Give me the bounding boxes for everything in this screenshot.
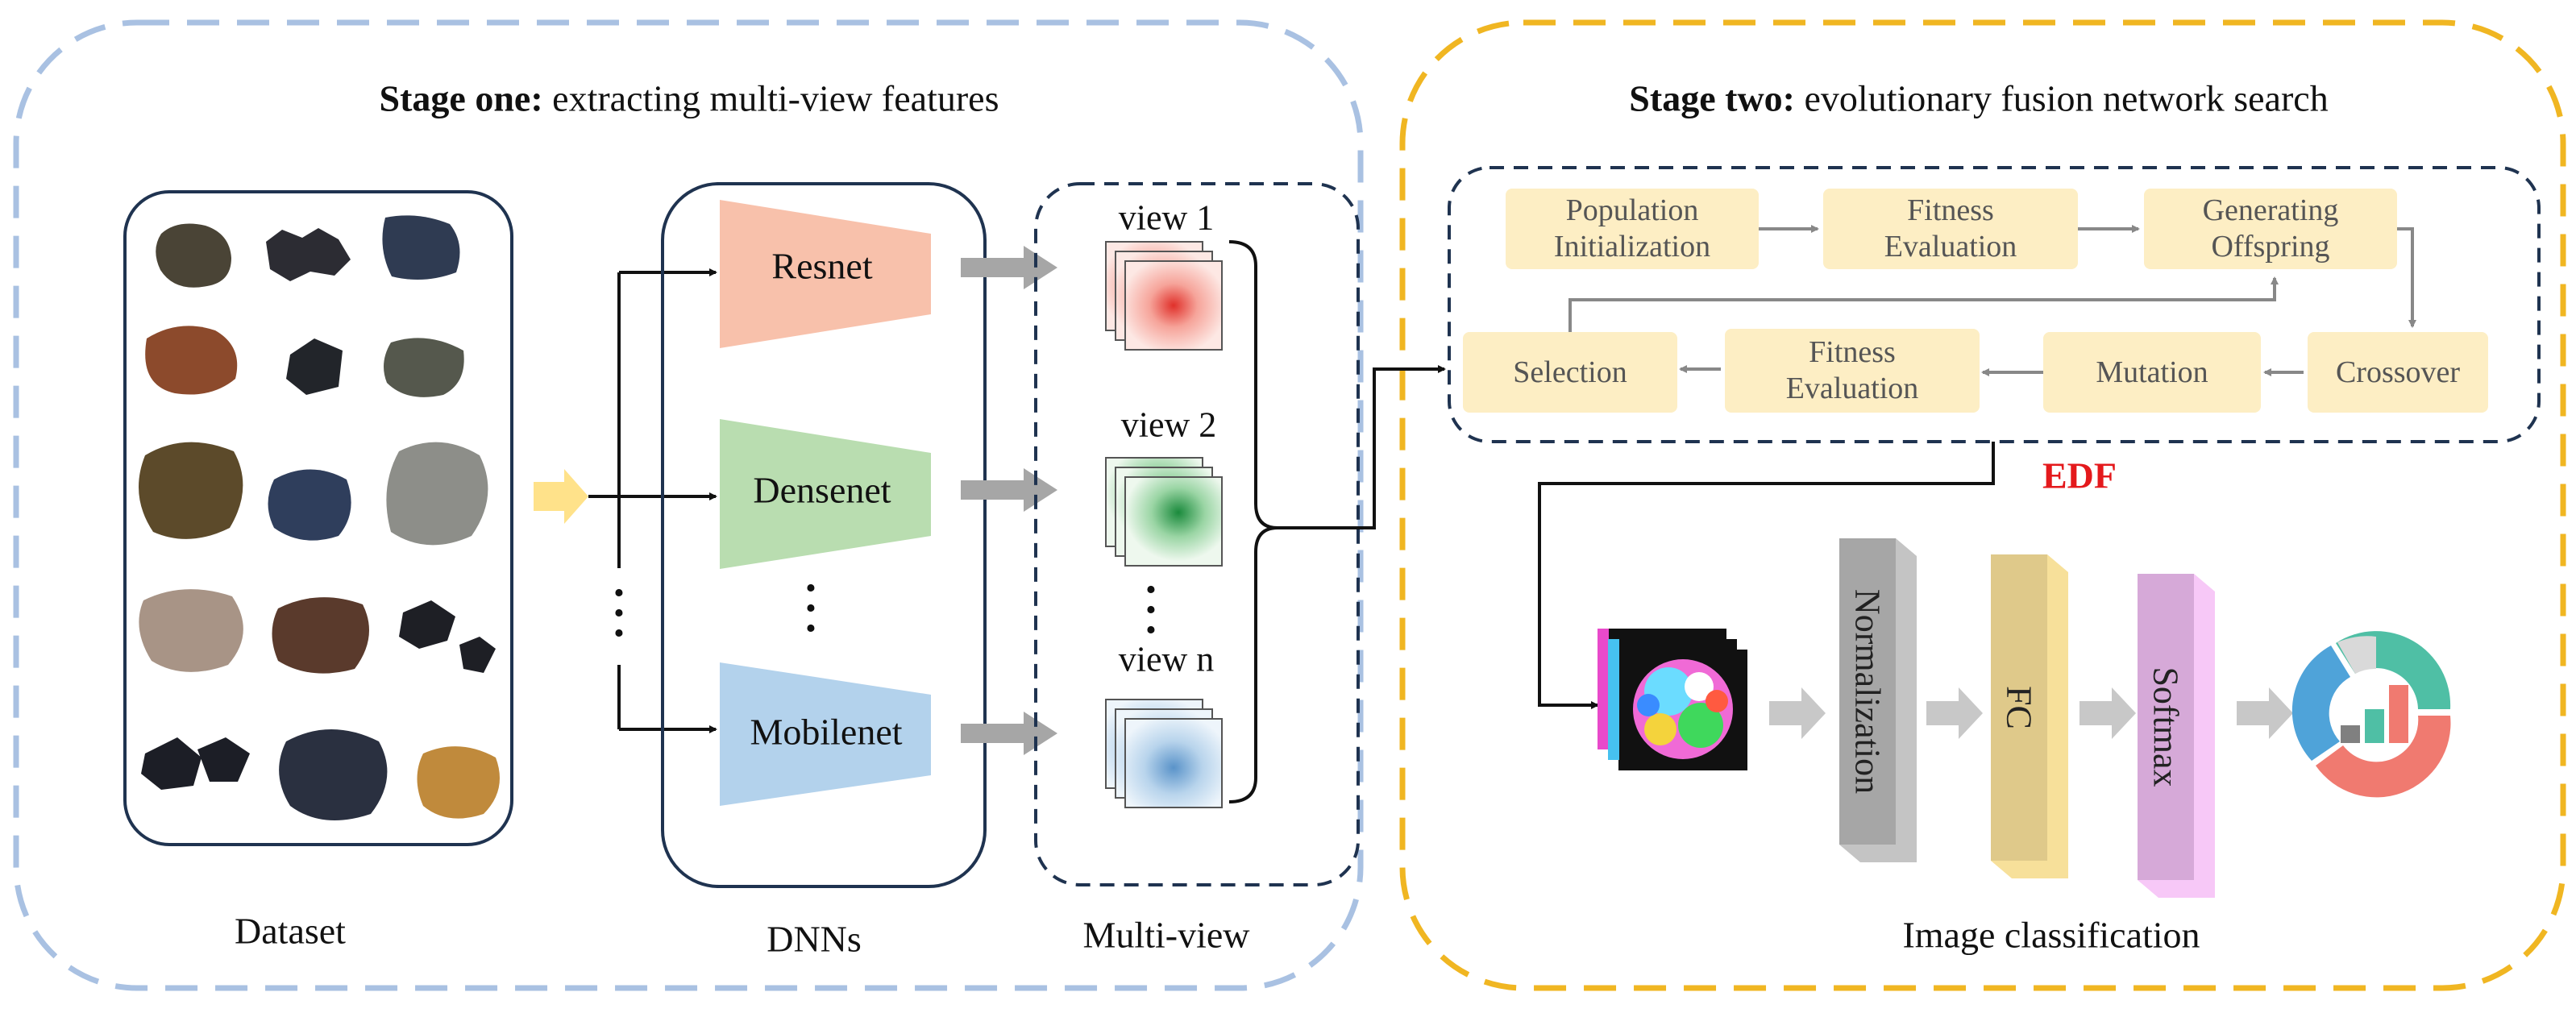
dnns-label: DNNs — [767, 918, 862, 960]
multiview-panel — [1034, 182, 1360, 886]
view-2-feature-maps — [1105, 457, 1223, 567]
fused-feature-maps — [1598, 629, 1747, 770]
rock-sample — [386, 442, 488, 546]
rock-samples-grid — [139, 215, 500, 820]
fitness-evaluation-box-top: Fitness Evaluation — [1823, 189, 2078, 269]
rock-sample — [399, 600, 496, 673]
view-ellipsis: ··· — [1143, 565, 1159, 656]
dnn-ellipsis: ··· — [803, 563, 819, 654]
rock-sample — [145, 326, 238, 395]
view-1-label: view 1 — [1118, 197, 1215, 238]
view-n-feature-maps — [1105, 699, 1223, 808]
softmax-label: Softmax — [2146, 666, 2186, 787]
rock-sample — [417, 746, 500, 819]
fitness-evaluation-box-bottom: Fitness Evaluation — [1725, 329, 1980, 413]
view-n-label: view n — [1118, 639, 1215, 679]
generating-offspring-box: Generating Offspring — [2144, 189, 2397, 269]
densenet-block — [720, 419, 931, 569]
stage-one-frame — [13, 19, 1364, 991]
image-classification-label: Image classification — [1902, 914, 2200, 956]
edf-label: EDF — [2042, 455, 2117, 496]
brace-to-edf-line — [1278, 365, 1446, 529]
branch-ellipsis: ··· — [611, 568, 627, 659]
rock-sample — [382, 215, 460, 280]
resnet-block — [720, 200, 931, 348]
mobilenet-block — [720, 662, 931, 806]
edf-to-classifier-line — [1538, 442, 1995, 709]
view-2-label: view 2 — [1120, 405, 1217, 445]
fc-layer — [1991, 554, 2068, 878]
rock-sample — [272, 597, 369, 674]
mutation-box: Mutation — [2043, 332, 2261, 413]
population-initialization-box: Population Initialization — [1506, 189, 1759, 269]
rock-sample — [139, 589, 243, 672]
normalization-layer — [1839, 538, 1917, 862]
resnet-label: Resnet — [771, 245, 873, 287]
dnn-panel — [661, 182, 987, 888]
mobilenet-label: Mobilenet — [750, 711, 903, 753]
rock-sample — [156, 223, 231, 288]
classifier-flow-arrows — [1769, 687, 2293, 739]
softmax-layer — [2138, 574, 2215, 898]
rock-sample — [268, 469, 351, 541]
rock-sample — [279, 729, 388, 820]
stage-two-title: Stage two: evolutionary fusion network s… — [1629, 77, 2329, 119]
densenet-label: Densenet — [753, 469, 891, 511]
dataset-to-dnn-arrow — [534, 469, 588, 524]
result-chart-icon — [2291, 631, 2451, 798]
dnn-branch-lines — [588, 268, 717, 733]
view-1-feature-maps — [1105, 241, 1223, 351]
crossover-box: Crossover — [2308, 332, 2488, 413]
views-curly-brace — [1228, 240, 1278, 803]
multiview-label: Multi-view — [1082, 914, 1250, 956]
normalization-label: Normalization — [1847, 588, 1888, 795]
dataset-label: Dataset — [235, 910, 346, 952]
evolution-flow-arrows — [1568, 225, 2416, 376]
rock-sample — [266, 228, 351, 281]
stage-two-frame — [1399, 19, 2566, 991]
selection-box: Selection — [1463, 332, 1677, 413]
stage-one-title: Stage one: extracting multi-view feature… — [379, 77, 999, 119]
rock-sample — [141, 737, 250, 790]
rock-sample — [286, 338, 343, 395]
rock-sample — [139, 442, 243, 539]
dnn-to-view-arrows — [961, 246, 1057, 755]
fc-label: FC — [1999, 686, 2039, 729]
edf-panel — [1448, 166, 2541, 443]
rock-sample — [384, 338, 464, 397]
